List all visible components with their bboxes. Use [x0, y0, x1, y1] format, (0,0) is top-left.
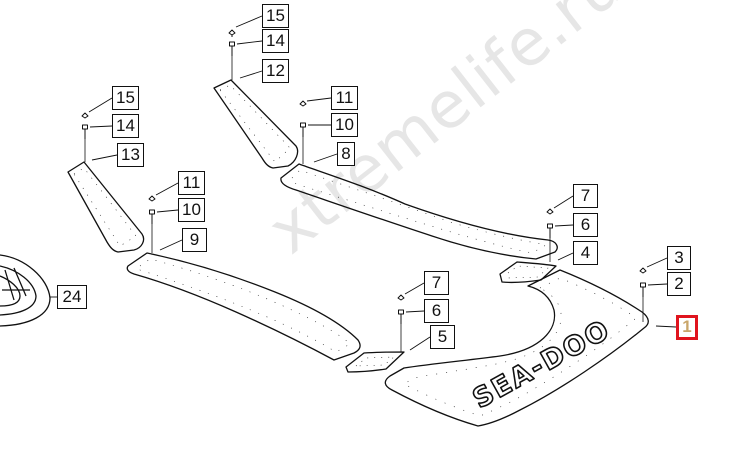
svg-text:SEA-DOO: SEA-DOO	[468, 314, 616, 415]
callout-6-upper[interactable]: 6	[573, 213, 598, 237]
callout-7-lower[interactable]: 7	[424, 271, 449, 295]
callout-11-upper[interactable]: 11	[331, 86, 358, 110]
part-13-drawing[interactable]	[67, 161, 145, 253]
part-24-drawing[interactable]	[0, 254, 51, 327]
sea-doo-logo: SEA-DOO	[467, 313, 617, 416]
callout-4[interactable]: 4	[573, 241, 598, 265]
callout-15-upper[interactable]: 15	[262, 4, 289, 28]
callout-3[interactable]: 3	[667, 246, 691, 270]
leader-lines	[50, 15, 677, 351]
callout-24[interactable]: 24	[57, 285, 87, 309]
callout-14-left[interactable]: 14	[112, 114, 139, 138]
callout-8[interactable]: 8	[337, 142, 355, 166]
part-4-drawing[interactable]	[499, 261, 557, 284]
callout-2[interactable]: 2	[667, 272, 691, 296]
callout-7-upper[interactable]: 7	[573, 184, 598, 208]
callout-5[interactable]: 5	[430, 325, 455, 349]
callout-13[interactable]: 13	[117, 143, 144, 167]
part-8-drawing[interactable]	[280, 163, 558, 260]
callout-6-lower[interactable]: 6	[424, 299, 449, 323]
part-9-drawing[interactable]	[126, 252, 361, 361]
callout-9[interactable]: 9	[182, 228, 207, 252]
callout-12[interactable]: 12	[262, 59, 289, 83]
callout-14-upper[interactable]: 14	[262, 29, 289, 53]
callout-10-upper[interactable]: 10	[331, 113, 358, 137]
part-5-drawing[interactable]	[345, 351, 405, 373]
part-12-drawing[interactable]	[213, 79, 299, 169]
callout-15-left[interactable]: 15	[112, 86, 139, 110]
fasteners	[81, 29, 647, 352]
callout-10-lower[interactable]: 10	[178, 198, 205, 222]
callout-11-lower[interactable]: 11	[178, 171, 205, 195]
callout-1-selected[interactable]: 1	[676, 315, 698, 340]
